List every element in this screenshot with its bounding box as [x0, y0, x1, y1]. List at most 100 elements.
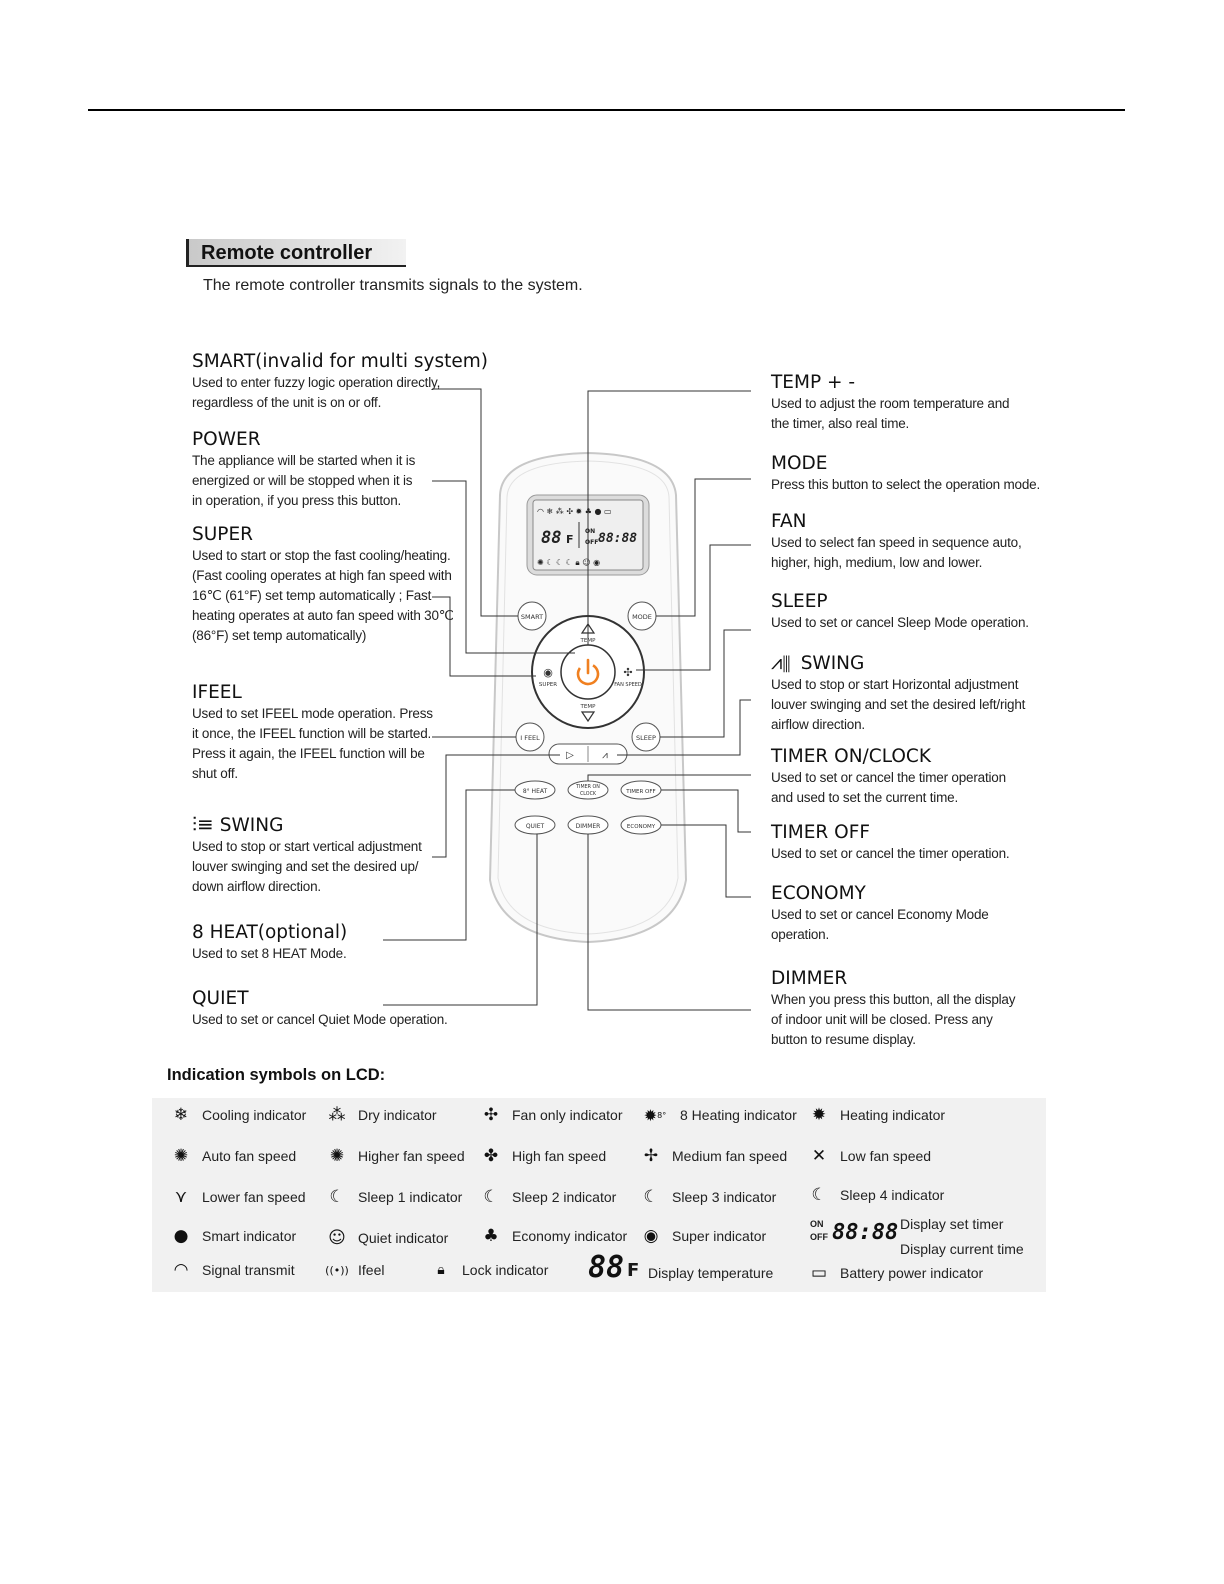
legend-item: ●Smart indicator [170, 1225, 297, 1247]
legend-label: Fan only indicator [512, 1107, 623, 1123]
callout-line: operation. [771, 927, 830, 942]
callout-title: SWING [800, 653, 865, 674]
legend-item: ✹8°8 Heating indicator [640, 1104, 797, 1126]
callout-title: SLEEP [771, 591, 828, 612]
lcd-off-label: OFF [585, 539, 598, 546]
callout-title: IFEEL [192, 682, 242, 703]
callout-title: MODE [771, 453, 828, 474]
callout-title-row: ⫶≡SWING [192, 813, 422, 837]
quiet-button[interactable] [514, 815, 556, 835]
legend-label: Smart indicator [202, 1228, 297, 1244]
legend-item: ☾Sleep 4 indicator [808, 1184, 944, 1206]
horizontal-swing-icon: ⩘⫴ [771, 650, 791, 674]
callout-quiet: QUIET Used to set or cancel Quiet Mode o… [192, 988, 448, 1030]
callout-line: (Fast cooling operates at high fan speed… [192, 568, 452, 583]
legend-label: Medium fan speed [672, 1148, 788, 1164]
callout-line: it once, the IFEEL function will be star… [192, 726, 432, 741]
sleep4-icon: ☾ [811, 1185, 827, 1205]
callout-title: ECONOMY [771, 883, 866, 904]
legend-label: Signal transmit [202, 1262, 295, 1278]
callout-economy: ECONOMY Used to set or cancel Economy Mo… [771, 883, 989, 945]
economy-icon: ♣ [483, 1226, 499, 1246]
callout-line: Used to stop or start vertical adjustmen… [192, 839, 422, 854]
smart-button-label: SMART [521, 613, 543, 621]
medium-fan-icon: ✢ [643, 1146, 659, 1166]
callout-line: shut off. [192, 766, 238, 781]
legend-label: High fan speed [512, 1148, 607, 1164]
callout-smart: SMART(invalid for multi system) Used to … [192, 351, 488, 413]
callout-title: POWER [192, 429, 261, 450]
legend-label: Heating indicator [840, 1107, 946, 1123]
lcd-bottom-icons: ✺ ☾ ☾ ☾ 🔒︎ ☺ ◉ [537, 558, 600, 567]
legend-item: ☾Sleep 1 indicator [326, 1186, 462, 1208]
callout-sleep: SLEEP Used to set or cancel Sleep Mode o… [771, 591, 1029, 633]
sun-8-subscript: 8° [657, 1110, 667, 1120]
fan-speed-button-label: FAN SPEED [614, 682, 642, 688]
legend-label: Sleep 1 indicator [358, 1189, 463, 1205]
callout-line: Used to set or cancel Quiet Mode operati… [192, 1012, 448, 1027]
legend-label: Economy indicator [512, 1228, 628, 1244]
callout-line: Used to enter fuzzy logic operation dire… [192, 375, 441, 390]
callout-line: Used to select fan speed in sequence aut… [771, 535, 1022, 550]
horizontal-swing-button-icon[interactable]: ⩘ [602, 750, 608, 761]
legend-label: Display set timer [900, 1216, 1004, 1232]
callout-title: TEMP + - [771, 372, 856, 393]
legend-label: Display current time [900, 1241, 1024, 1257]
ifeel-icon: ((•)) [325, 1263, 349, 1277]
legend-item: ((•))Ifeel [325, 1259, 384, 1281]
legend-label: Auto fan speed [202, 1148, 297, 1164]
intro-text: The remote controller transmits signals … [203, 277, 583, 294]
legend-label: Low fan speed [840, 1148, 932, 1164]
timer-on-text: ON [810, 1219, 824, 1229]
section-title: Remote controller [186, 239, 406, 267]
callout-line: When you press this button, all the disp… [771, 992, 1016, 1007]
sleep3-icon: ☾ [643, 1187, 659, 1207]
quiet-icon: ☺ [328, 1228, 346, 1248]
timer-on-button-label: TIMER ON [575, 784, 600, 790]
callout-temp: TEMP + - Used to adjust the room tempera… [771, 372, 1010, 434]
callout-8heat: 8 HEAT(optional) Used to set 8 HEAT Mode… [192, 922, 347, 964]
fan-speed-icon[interactable]: ✣ [623, 666, 632, 679]
lcd-time-digits: 88:88 [598, 531, 637, 546]
lcd-symbols-panel: ❄Cooling indicator ⁂Dry indicator ✣Fan o… [152, 1098, 1046, 1292]
lcd-on-label: ON [585, 528, 595, 535]
callout-line: Used to adjust the room temperature and [771, 396, 1010, 411]
callout-line: down airflow direction. [192, 879, 321, 894]
timer-digits: 88:88 [832, 1220, 899, 1245]
temp-down-button[interactable] [580, 711, 596, 723]
callout-mode: MODE Press this button to select the ope… [771, 453, 1040, 495]
higher-fan-icon: ✺ [329, 1146, 345, 1166]
lower-fan-icon: ⋎ [174, 1187, 188, 1207]
legend-item: 🔒︎Lock indicator [430, 1259, 548, 1281]
callout-line: Used to set IFEEL mode operation. Press [192, 706, 433, 721]
clock-button-label: CLOCK [580, 791, 597, 797]
super-icon[interactable]: ◉ [543, 666, 553, 679]
callout-swing-horizontal: ⩘⫴SWING Used to stop or start Horizontal… [771, 651, 1025, 735]
timer-off-button-label: TIMER OFF [625, 789, 655, 795]
callout-line: airflow direction. [771, 717, 865, 732]
legend-label: Cooling indicator [202, 1107, 307, 1123]
vertical-swing-icon: ⫶≡ [192, 812, 214, 836]
temp-down-label: TEMP [580, 704, 597, 710]
economy-button-label: ECONOMY [627, 824, 656, 830]
legend-label: Dry indicator [358, 1107, 437, 1123]
drops-icon: ⁂ [328, 1105, 346, 1125]
low-fan-icon: ✕ [811, 1146, 827, 1166]
callout-title: SUPER [192, 524, 253, 545]
quiet-button-label: QUIET [526, 823, 545, 830]
lcd-top-icons: ◠ ❄ ⁂ ✣ ✹ ♣ ● ▭ [537, 506, 612, 516]
callout-line: in operation, if you press this button. [192, 493, 402, 508]
legend-item: ☾Sleep 2 indicator [480, 1186, 616, 1208]
legend-label: 8 Heating indicator [680, 1107, 797, 1123]
callout-line: Used to set or cancel the timer operatio… [771, 846, 1010, 861]
callout-title: SMART(invalid for multi system) [192, 351, 489, 372]
mode-button-label: MODE [632, 613, 652, 621]
vertical-swing-button-icon[interactable]: ▷ [566, 750, 574, 761]
callout-fan: FAN Used to select fan speed in sequence… [771, 511, 1022, 573]
callout-power: POWER The appliance will be started when… [192, 429, 415, 511]
callout-line: 16℃ (61°F) set temp automatically ; Fast [192, 588, 432, 603]
legend-item: ☺Quiet indicator [326, 1227, 448, 1249]
callout-line: (86°F) set temp automatically) [192, 628, 367, 643]
callout-ifeel: IFEEL Used to set IFEEL mode operation. … [192, 682, 433, 784]
